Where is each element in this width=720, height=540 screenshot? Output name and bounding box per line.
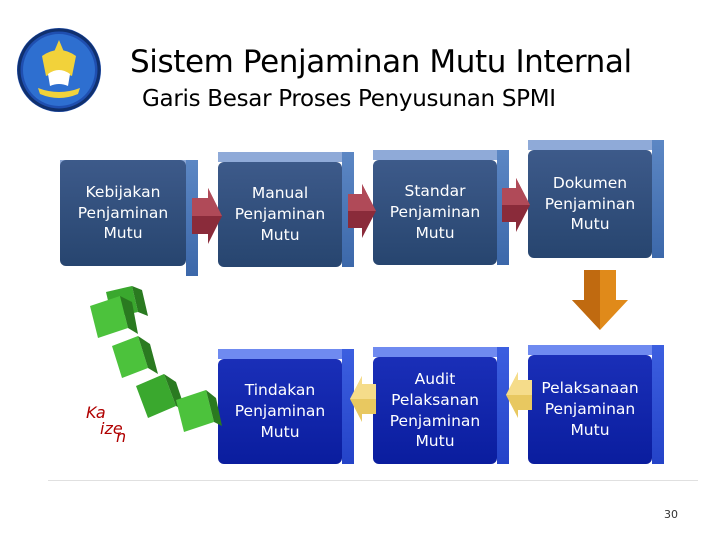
curved-green-arrow-icon: [90, 286, 222, 432]
arrow-right-icon: [502, 178, 530, 232]
arrow-right-icon: [348, 184, 376, 238]
side-label-part-3: n: [116, 427, 127, 446]
side-label-part-1: Ka: [86, 403, 106, 422]
side-label-part-2: ize: [100, 419, 123, 438]
arrow-right-icon: [192, 188, 222, 244]
tut-wuri-handayani-logo: [17, 28, 101, 112]
page-number: 30: [664, 508, 678, 521]
arrow-down-icon: [572, 270, 628, 330]
arrow-left-icon: [350, 376, 376, 422]
page-title: Sistem Penjaminan Mutu Internal: [130, 44, 632, 80]
page-subtitle: Garis Besar Proses Penyusunan SPMI: [142, 86, 556, 112]
arrow-left-icon: [506, 372, 532, 418]
footer-divider: [48, 480, 698, 481]
